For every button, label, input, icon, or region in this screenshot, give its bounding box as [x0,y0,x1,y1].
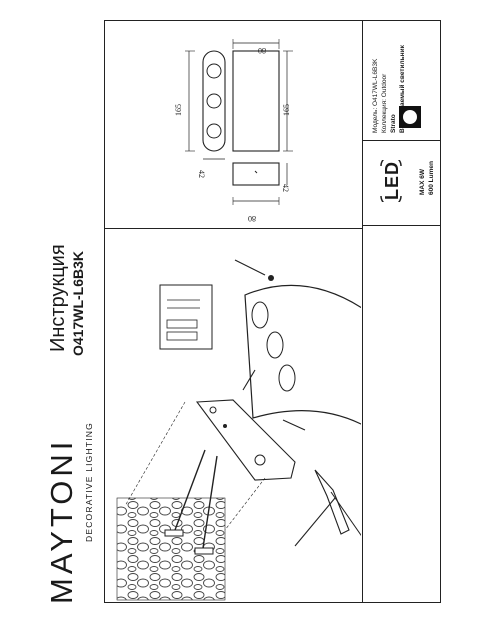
led-label: LED [382,161,402,200]
page-title: Инструкция [47,244,69,352]
spec-model: Модель: O417WL-L6B3K [372,59,380,133]
mounting-plate [195,399,296,481]
spec-collection: Коллекция: Outdoor [381,74,389,133]
spec-lumen: 600 Lumen [428,161,435,195]
frame-divider-vertical [362,20,364,603]
dim-height-side: 165 [174,104,183,116]
dimension-drawing [185,39,293,205]
brand-logo-text: MAYTONI [44,437,79,604]
installation-drawing [116,259,361,601]
spec-collection-value: Outdoor [381,73,388,98]
dim-width-bottom: 80 [248,214,256,223]
product-icon [399,106,421,128]
dim-height-front: 165 [282,104,291,116]
spec-divider-2 [362,225,441,227]
frame-divider-horizontal [104,228,362,230]
terminal-block [159,284,213,350]
spec-model-value: O417WL-L6B3K [372,58,379,107]
spec-max-power: MAX 6W [419,169,426,195]
dim-depth: 42 [197,170,206,178]
brand-logo: MAYTONI [44,438,80,604]
dim-bottom-small: 42 [281,184,290,192]
spec-series: Strato [390,114,397,133]
dim-width-top: 80 [258,46,266,55]
spec-divider-1 [362,140,441,142]
spec-model-label: Модель: [372,107,379,133]
drawing-frame [104,20,441,603]
spec-collection-label: Коллекция: [381,99,388,133]
lamp-body [244,284,361,425]
brand-tagline: DECORATIVE LIGHTING [84,422,94,542]
model-code: O417WL-L6B3K [70,250,86,356]
